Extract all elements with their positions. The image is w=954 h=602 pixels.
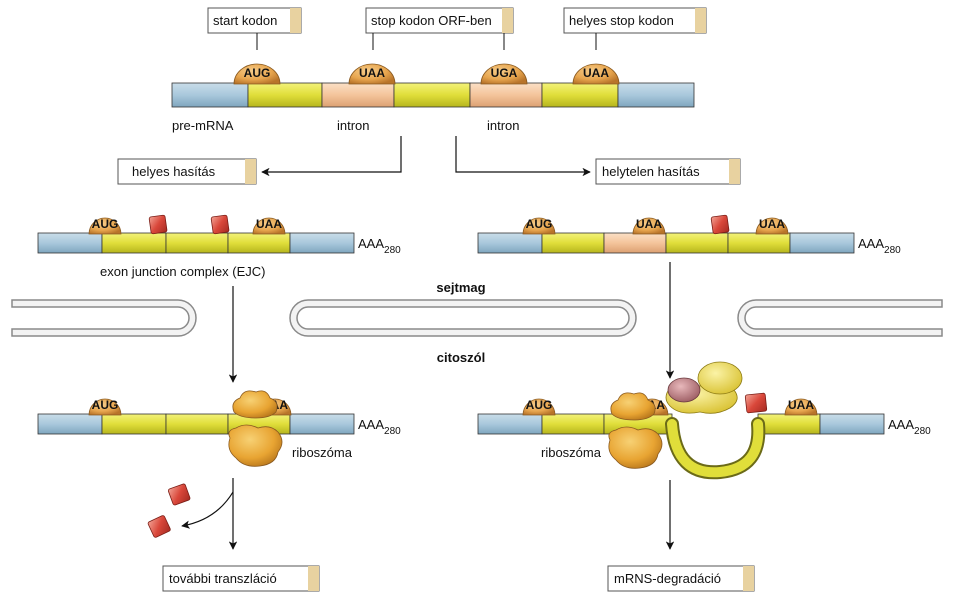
cytosol-label: citoszól bbox=[437, 350, 485, 365]
svg-text:mRNS-degradáció: mRNS-degradáció bbox=[614, 571, 721, 586]
nucleus-label: sejtmag bbox=[436, 280, 485, 295]
ribosome-label: riboszóma bbox=[292, 445, 353, 460]
svg-text:helyes hasítás: helyes hasítás bbox=[132, 164, 216, 179]
svg-text:UAA: UAA bbox=[359, 66, 385, 80]
box-incorrect-splicing: helytelen hasítás bbox=[595, 158, 741, 185]
svg-text:AUG: AUG bbox=[92, 217, 119, 231]
codon-uaa: UAA bbox=[348, 63, 396, 85]
codon-aug: AUG bbox=[522, 398, 556, 416]
callout-correct-stop-text: helyes stop kodon bbox=[569, 13, 674, 28]
arrow-ejc-removal bbox=[181, 491, 234, 529]
ribosome bbox=[228, 390, 283, 467]
svg-text:AUG: AUG bbox=[92, 398, 119, 412]
svg-text:AUG: AUG bbox=[244, 66, 271, 80]
ejc-marker bbox=[167, 483, 191, 506]
svg-text:UAA: UAA bbox=[759, 217, 785, 231]
callout-correct-stop: helyes stop kodon bbox=[563, 7, 707, 50]
svg-text:UAA: UAA bbox=[788, 398, 814, 412]
ejc-marker bbox=[210, 214, 230, 235]
intron-label: intron bbox=[337, 118, 370, 133]
nuclear-envelope bbox=[11, 299, 943, 337]
pre-mrna-strand bbox=[171, 82, 695, 108]
svg-text:AUG: AUG bbox=[526, 217, 553, 231]
box-mrna-degradation: mRNS-degradáció bbox=[607, 565, 755, 592]
callout-stop-in-orf: stop kodon ORF-ben bbox=[365, 7, 514, 50]
svg-text:UAA: UAA bbox=[583, 66, 609, 80]
svg-text:UAA: UAA bbox=[256, 217, 282, 231]
ejc-marker bbox=[148, 214, 168, 235]
left-translating-mrna bbox=[37, 413, 355, 435]
upf-complex bbox=[665, 361, 743, 414]
pre-mrna-label: pre-mRNA bbox=[172, 118, 234, 133]
codon-uaa: UAA bbox=[632, 217, 666, 235]
svg-text:AUG: AUG bbox=[526, 398, 553, 412]
ejc-marker bbox=[744, 392, 768, 414]
svg-text:UAA: UAA bbox=[636, 217, 662, 231]
intron-label: intron bbox=[487, 118, 520, 133]
poly-a-tail: AAA280 bbox=[358, 417, 401, 437]
arrow-to-incorrect bbox=[455, 136, 591, 177]
callout-start-codon: start kodon bbox=[207, 7, 302, 50]
arrow-to-correct bbox=[261, 136, 402, 177]
codon-uga: UGA bbox=[480, 63, 528, 85]
codon-aug: AUG bbox=[88, 217, 122, 235]
codon-uaa: UAA bbox=[572, 63, 620, 85]
codon-uaa: UAA bbox=[784, 398, 818, 416]
poly-a-tail: AAA280 bbox=[888, 417, 931, 437]
svg-text:helytelen hasítás: helytelen hasítás bbox=[602, 164, 700, 179]
svg-text:UGA: UGA bbox=[491, 66, 518, 80]
callout-start-codon-text: start kodon bbox=[213, 13, 277, 28]
right-mrna-strand bbox=[477, 232, 855, 254]
box-further-translation: további transzláció bbox=[162, 565, 320, 592]
right-translating-mrna bbox=[477, 413, 885, 435]
ejc-marker bbox=[710, 214, 730, 235]
poly-a-tail: AAA280 bbox=[358, 236, 401, 256]
codon-uaa: UAA bbox=[755, 217, 789, 235]
left-mrna-strand bbox=[37, 232, 355, 254]
ejc-label: exon junction complex (EJC) bbox=[100, 264, 265, 279]
codon-aug: AUG bbox=[522, 217, 556, 235]
ribosome-label: riboszóma bbox=[541, 445, 602, 460]
codon-aug: AUG bbox=[88, 398, 122, 416]
ribosome bbox=[608, 392, 663, 469]
callout-stop-in-orf-text: stop kodon ORF-ben bbox=[371, 13, 492, 28]
codon-aug: AUG bbox=[233, 63, 281, 85]
codon-uaa: UAA bbox=[252, 217, 286, 235]
poly-a-tail: AAA280 bbox=[858, 236, 901, 256]
svg-text:további transzláció: további transzláció bbox=[169, 571, 277, 586]
box-correct-splicing: helyes hasítás bbox=[117, 158, 257, 185]
ejc-marker bbox=[147, 515, 171, 538]
